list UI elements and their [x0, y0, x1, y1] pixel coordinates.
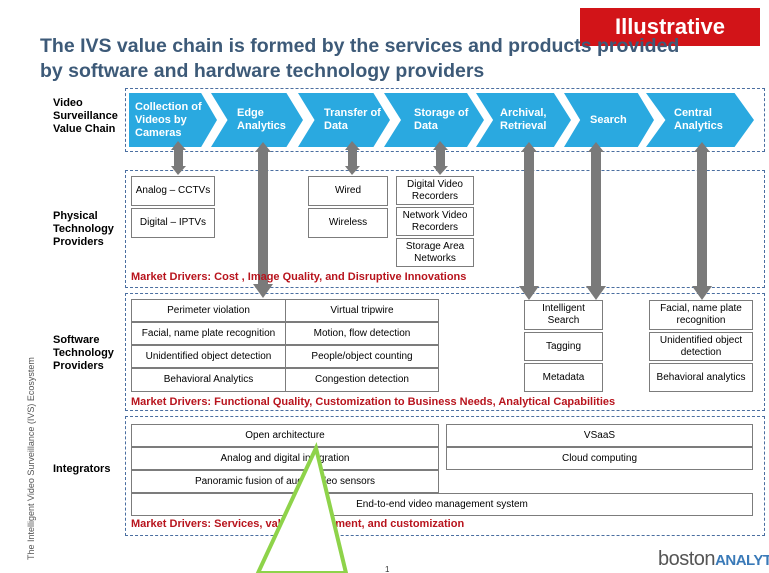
double-arrow-storage	[433, 141, 448, 175]
software-box-central-behavioral: Behavioral analytics	[649, 363, 753, 392]
software-box-motion: Motion, flow detection	[285, 322, 439, 345]
software-box-central-facial: Facial, name plate recognition	[649, 300, 753, 330]
software-box-congestion: Congestion detection	[285, 368, 439, 392]
physical-box-nvr: Network Video Recorders	[396, 207, 474, 236]
row-label-physical: Physical Technology Providers	[53, 210, 114, 248]
long-arrow-central	[692, 142, 712, 300]
illustrative-badge: Illustrative	[580, 8, 760, 46]
long-arrow-edge-analytics	[253, 142, 273, 298]
row-label-integrators: Integrators	[53, 463, 111, 475]
row-label-value-chain: Video Surveillance Value Chain	[53, 97, 118, 135]
chain-step-collection: Collection of Videos by Cameras	[129, 93, 217, 147]
long-arrow-search	[586, 142, 606, 300]
integrators-section	[125, 416, 765, 536]
page-title: The IVS value chain is formed by the ser…	[40, 35, 680, 82]
physical-box-san: Storage Area Networks	[396, 238, 474, 267]
physical-market-drivers: Market Drivers: Cost , Image Quality, an…	[131, 271, 467, 283]
callout-pointer-shape	[255, 441, 349, 573]
integrator-box-vsaas: VSaaS	[446, 424, 753, 447]
integrator-box-open-architecture: Open architecture	[131, 424, 439, 447]
row-label-software: Software Technology Providers	[53, 334, 114, 372]
integrator-box-analog-digital: Analog and digital integration	[131, 447, 439, 470]
software-box-metadata: Metadata	[524, 363, 603, 392]
software-box-intelligent-search: Intelligent Search	[524, 300, 603, 330]
physical-box-wireless: Wireless	[308, 208, 388, 238]
boston-analytics-logo: bostonANALYTICS	[658, 548, 769, 570]
double-arrow-transfer	[345, 141, 360, 175]
page-number: 1	[385, 565, 390, 573]
long-arrow-archival	[519, 142, 539, 300]
software-box-tripwire: Virtual tripwire	[285, 299, 439, 322]
integrator-box-cloud: Cloud computing	[446, 447, 753, 470]
software-section	[125, 293, 765, 411]
physical-box-analog: Analog – CCTVs	[131, 176, 215, 206]
software-market-drivers: Market Drivers: Functional Quality, Cust…	[131, 396, 616, 408]
physical-box-dvr: Digital Video Recorders	[396, 176, 474, 205]
software-box-counting: People/object counting	[285, 345, 439, 368]
software-box-tagging: Tagging	[524, 332, 603, 361]
physical-box-wired: Wired	[308, 176, 388, 206]
integrator-box-panoramic: Panoramic fusion of audio video sensors	[131, 470, 439, 493]
software-box-central-unidentified: Unidentified object detection	[649, 332, 753, 361]
software-box-unidentified: Unidentified object detection	[131, 345, 286, 368]
physical-box-digital: Digital – IPTVs	[131, 208, 215, 238]
double-arrow-cameras	[171, 141, 186, 175]
physical-section	[125, 170, 765, 288]
